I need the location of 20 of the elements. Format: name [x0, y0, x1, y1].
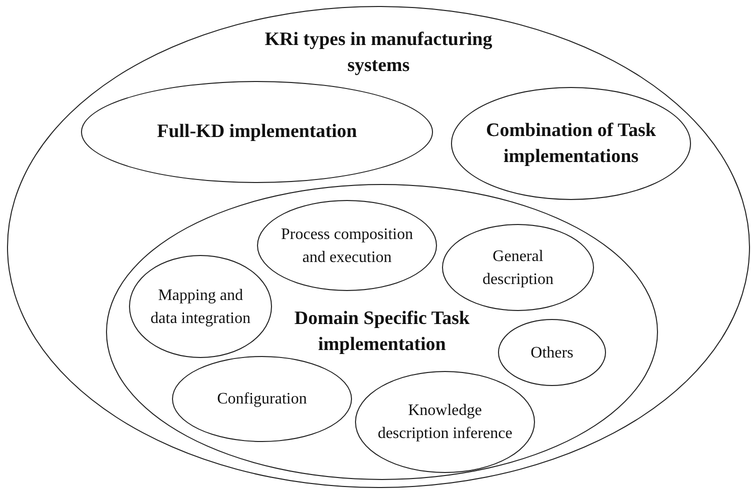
ellipse-node	[257, 200, 437, 291]
ellipse-node	[172, 356, 352, 442]
node-label: Configuration	[216, 390, 308, 410]
ellipse-node	[129, 255, 272, 358]
node-label: Mapping and data integration	[150, 286, 252, 328]
node-label: KRi types in manufacturing systems	[264, 28, 494, 78]
ellipse-node	[81, 81, 433, 183]
ellipse-node	[451, 87, 691, 200]
ellipse-node	[7, 6, 750, 488]
ellipse-node	[106, 184, 658, 480]
node-label: Domain Specific Task implementation	[293, 307, 471, 357]
node-label: Knowledge description inference	[376, 401, 514, 444]
node-label: Process composition and execution	[280, 224, 414, 268]
node-label: Full-KD implementation	[156, 120, 358, 144]
ellipse-node	[498, 319, 606, 386]
node-label: Combination of Task implementations	[484, 118, 657, 168]
ellipse-node	[355, 371, 535, 473]
node-label: General description	[481, 246, 555, 290]
node-label: Others	[530, 343, 574, 363]
ellipse-node	[442, 224, 594, 311]
